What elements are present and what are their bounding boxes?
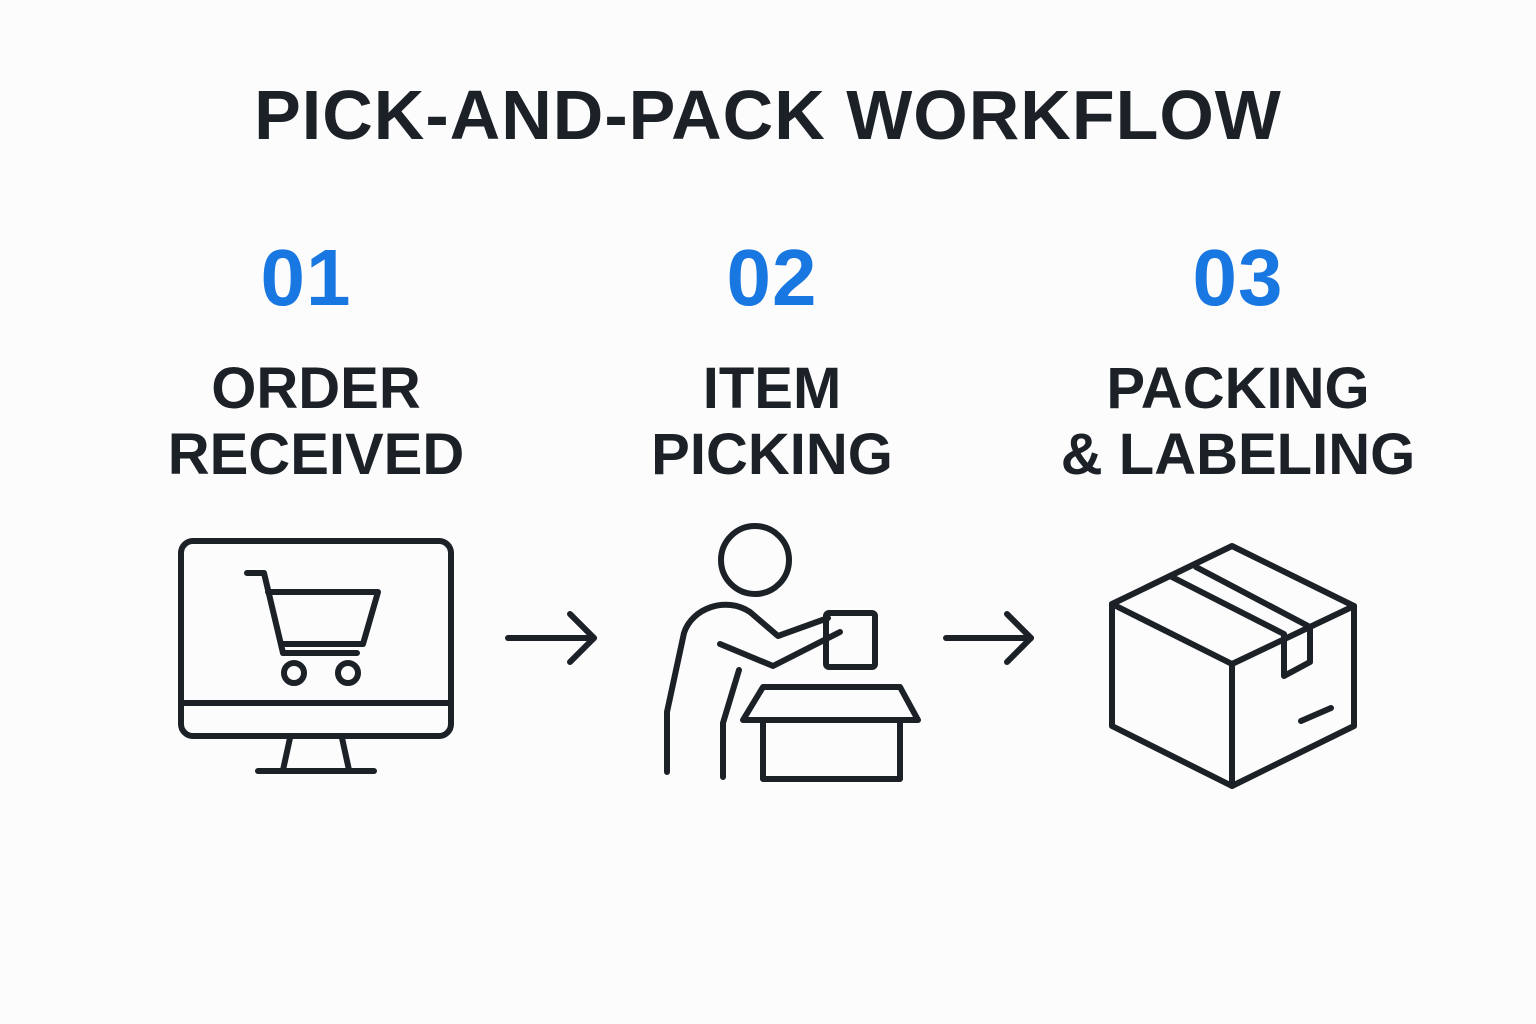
monitor-cart-icon — [178, 538, 454, 774]
step-order-received: 01 ORDER RECEIVED — [86, 232, 546, 488]
step-packing-labeling: 03 PACKING & LABELING — [1008, 232, 1468, 488]
step-label: PACKING & LABELING — [1008, 356, 1468, 488]
step-number: 02 — [726, 233, 818, 322]
step-label-line: RECEIVED — [167, 422, 465, 487]
diagram-title: PICK-AND-PACK WORKFLOW — [254, 76, 1282, 154]
step-number: 03 — [1192, 233, 1284, 322]
step-number: 01 — [260, 233, 352, 322]
step-label-line: PACKING — [1106, 356, 1370, 421]
step-label: ITEM PICKING — [542, 356, 1002, 488]
person-picking-box-icon — [664, 523, 921, 782]
arrow-right-icon — [943, 611, 1034, 665]
step-label-line: & LABELING — [1060, 422, 1416, 487]
step-label: ORDER RECEIVED — [86, 356, 546, 488]
step-label-line: ITEM — [702, 356, 842, 421]
step-label-line: ORDER — [211, 356, 421, 421]
sealed-box-icon — [1109, 543, 1357, 789]
step-item-picking: 02 ITEM PICKING — [542, 232, 1002, 488]
arrow-right-icon — [505, 611, 597, 665]
step-label-line: PICKING — [651, 422, 893, 487]
